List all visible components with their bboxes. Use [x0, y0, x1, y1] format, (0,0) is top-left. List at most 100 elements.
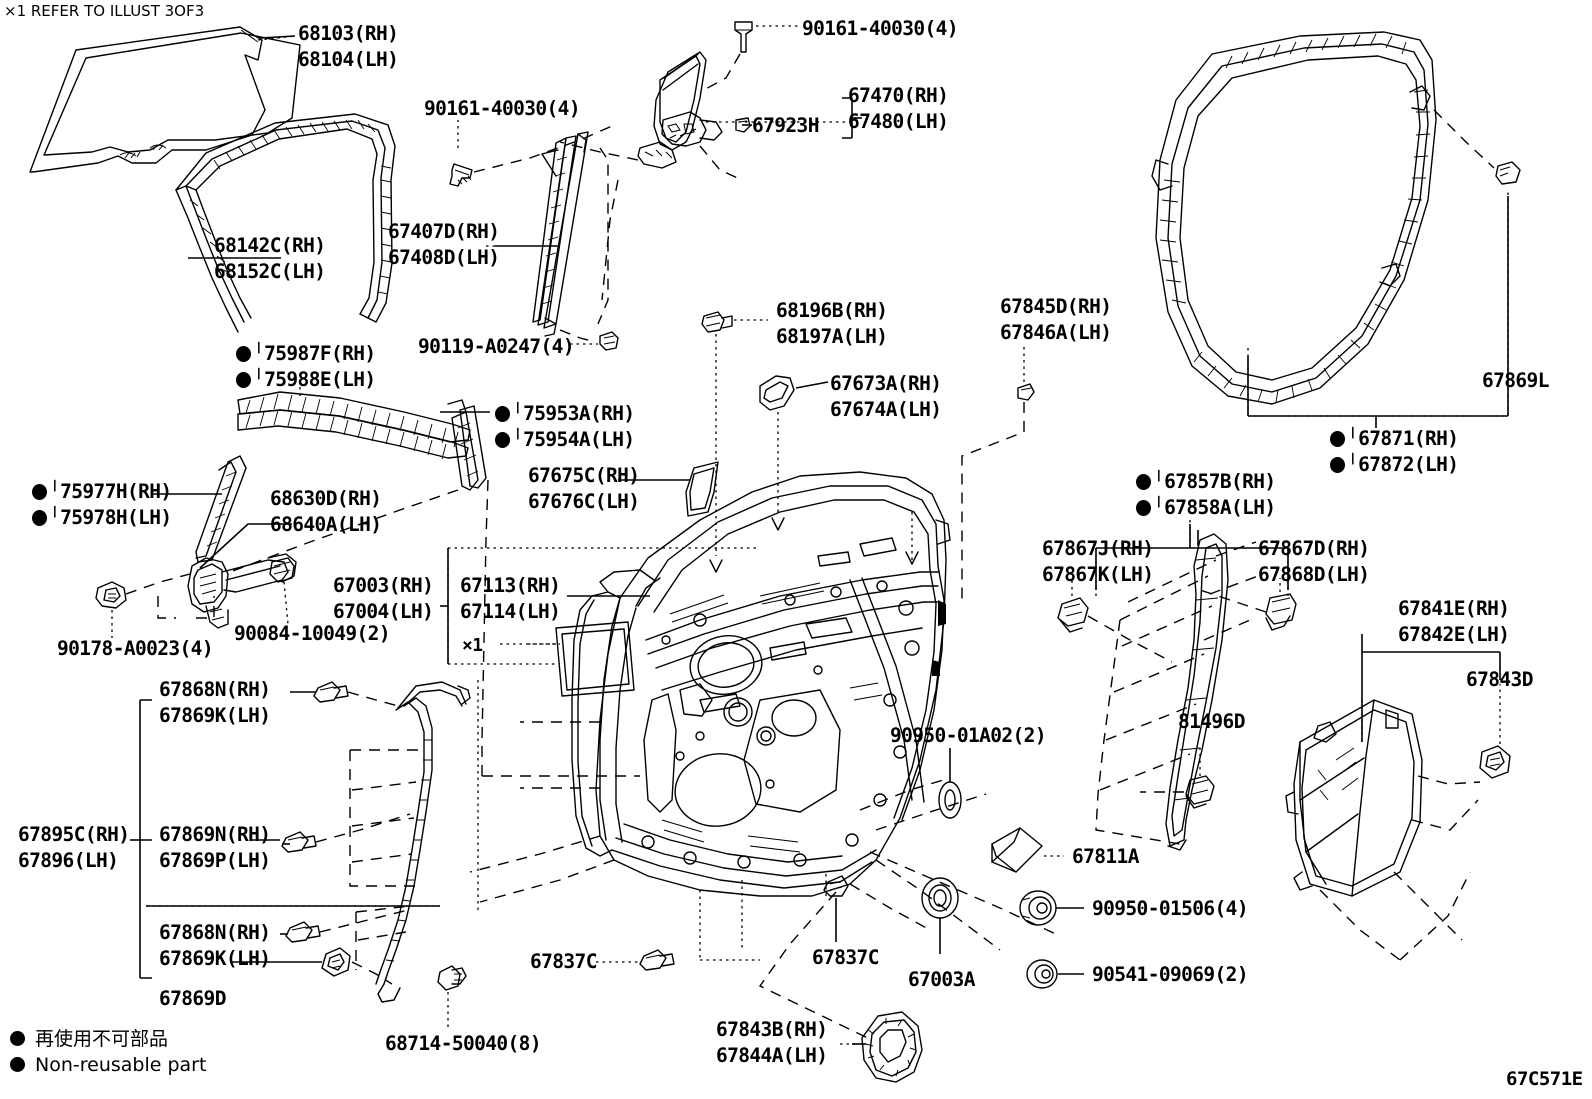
part-run-channel [175, 113, 396, 333]
label-belt-moulding-upper-rh: ╵75987F(RH) [236, 340, 376, 368]
part-belt-moulding-upper [237, 391, 471, 460]
label-hinge-67003-rh: 67003(RH) [333, 574, 434, 597]
label-panel-67113-rh: 67113(RH) [460, 574, 561, 597]
part-bolt-90084 [269, 557, 295, 583]
part-clip-67869n [281, 831, 317, 853]
label-nut-90178: 90178-A0023(4) [57, 637, 214, 660]
part-door-panel-main [571, 471, 951, 897]
label-seal-67811a: 67811A [1072, 845, 1139, 868]
label-bolt-90084: 90084-10049(2) [234, 622, 391, 645]
text: ╵75987F(RH) [253, 342, 376, 365]
text: ╵67858A(LH) [1153, 496, 1276, 519]
label-weather-67895-rh: 67895C(RH) [18, 823, 130, 846]
part-sail-garnish [637, 51, 723, 169]
text: ╵75978H(LH) [49, 506, 172, 529]
label-glass-rh: 68103(RH) [298, 22, 399, 45]
label-sail-garnish-lh: 67480(LH) [848, 110, 949, 133]
label-panel-67113-lh: 67114(LH) [460, 600, 561, 623]
part-garnish-67675 [685, 461, 719, 517]
label-pocket-67841-lh: 67842E(LH) [1398, 623, 1510, 646]
part-screw-90161-left [449, 163, 473, 187]
label-clip-67867j-lh: 67867K(LH) [1042, 563, 1154, 586]
label-screw-90161-left: 90161-40030(4) [424, 97, 581, 120]
part-door-weatherstrip-left [375, 681, 471, 1003]
legend-non-reusable-jp: 再使用不可部品 [10, 1024, 168, 1051]
non-reusable-dot-icon [1330, 431, 1345, 447]
label-cable-67868n-bot-lh: 67869K(LH) [159, 947, 271, 970]
label-division-bar-lh: 67408D(LH) [388, 246, 500, 269]
part-door-glass [29, 26, 301, 173]
part-clip-67867j [1057, 597, 1089, 633]
label-cover-67843b-rh: 67843B(RH) [716, 1018, 828, 1041]
part-cover-67843b [861, 1011, 923, 1083]
label-ws-67857-lh: ╵67858A(LH) [1136, 494, 1276, 522]
part-clip-67845 [1017, 383, 1035, 401]
part-grommet-90950-a02 [938, 781, 962, 819]
label-clip-67867d-lh: 67868D(LH) [1258, 563, 1370, 586]
part-body-weatherstrip [1151, 31, 1437, 405]
part-clip-67868n-bot [285, 921, 321, 943]
label-clip-68196-lh: 68197A(LH) [776, 325, 888, 348]
label-clip-67845-lh: 67846A(LH) [1000, 321, 1112, 344]
non-reusable-dot-icon [10, 1031, 25, 1046]
text: ╵67857B(RH) [1153, 470, 1276, 493]
non-reusable-dot-icon [495, 432, 510, 448]
label-regulator-lh: 68640A(LH) [270, 513, 382, 536]
label-clip-67837c-left: 67837C [530, 950, 597, 973]
label-plug-67843d: 67843D [1466, 668, 1533, 691]
part-belt-moulding-front [195, 455, 247, 563]
part-clip-67869d [321, 947, 351, 977]
label-clip-68714: 68714-50040(8) [385, 1032, 542, 1055]
non-reusable-dot-icon [32, 510, 47, 526]
label-hinge-67003-lh: 67004(LH) [333, 600, 434, 623]
label-clip-67867j-rh: 67867J(RH) [1042, 537, 1154, 560]
text: ╵75977H(RH) [49, 480, 172, 503]
part-clip-67923h [735, 117, 751, 133]
part-division-bar [532, 131, 589, 337]
non-reusable-dot-icon [10, 1057, 25, 1072]
label-clip-67923h: 67923H [752, 114, 819, 137]
part-clip-67837c-left [639, 949, 675, 971]
part-service-hole-cover [555, 621, 635, 697]
label-ws-67871-rh: ╵67871(RH) [1330, 425, 1459, 453]
label-clip-67867d-rh: 67867D(RH) [1258, 537, 1370, 560]
part-clip-81496d [1185, 775, 1215, 809]
label-cable-67868n-top-rh: 67868N(RH) [159, 678, 271, 701]
label-belt-moulding-upper-lh: ╵75988E(LH) [236, 366, 376, 394]
bracket-67113 [440, 547, 760, 665]
label-cable-67868n-top-lh: 67869K(LH) [159, 704, 271, 727]
label-cover-67673-lh: 67674A(LH) [830, 398, 942, 421]
label-garnish-67675-lh: 67676C(LH) [528, 490, 640, 513]
part-plug-67843d [1479, 745, 1511, 779]
illust-reference-note: ×1 REFER TO ILLUST 3OF3 [4, 2, 205, 20]
label-grommet-90950-a02: 90950-01A02(2) [890, 724, 1047, 747]
label-clip-68196-rh: 68196B(RH) [776, 299, 888, 322]
label-cover-67843b-lh: 67844A(LH) [716, 1044, 828, 1067]
label-cable-67868n-bot-rh: 67868N(RH) [159, 921, 271, 944]
label-plug-67003a: 67003A [908, 968, 975, 991]
part-clip-68714 [437, 965, 467, 991]
label-run-channel-lh: 68152C(LH) [214, 260, 326, 283]
label-screw-90161-top: 90161-40030(4) [802, 17, 959, 40]
text: ╵75954A(LH) [512, 428, 635, 451]
label-ws-67871-lh: ╵67872(LH) [1330, 451, 1459, 479]
non-reusable-dot-icon [1136, 500, 1151, 516]
label-grommet-90950-1506: 90950-01506(4) [1092, 897, 1249, 920]
text: ╵67872(LH) [1347, 453, 1459, 476]
part-grommet-90950-1506 [1019, 890, 1057, 926]
part-clip-67868n-top [313, 681, 349, 703]
label-illust-marker: ×1 [462, 635, 483, 656]
non-reusable-dot-icon [495, 406, 510, 422]
part-plug-67003a [921, 877, 959, 919]
label-ws-67869l: 67869L [1482, 369, 1549, 392]
part-pillar-garnish [1165, 533, 1229, 851]
non-reusable-dot-icon [1136, 474, 1151, 490]
label-belt-moulding-front-lh: ╵75978H(LH) [32, 504, 172, 532]
text: ╵75953A(RH) [512, 402, 635, 425]
label-strip-75953-lh: ╵75954A(LH) [495, 426, 635, 454]
part-screw-90161-top [734, 21, 753, 53]
part-grommet-67869l [1495, 161, 1521, 185]
part-door-pocket [1285, 699, 1423, 897]
